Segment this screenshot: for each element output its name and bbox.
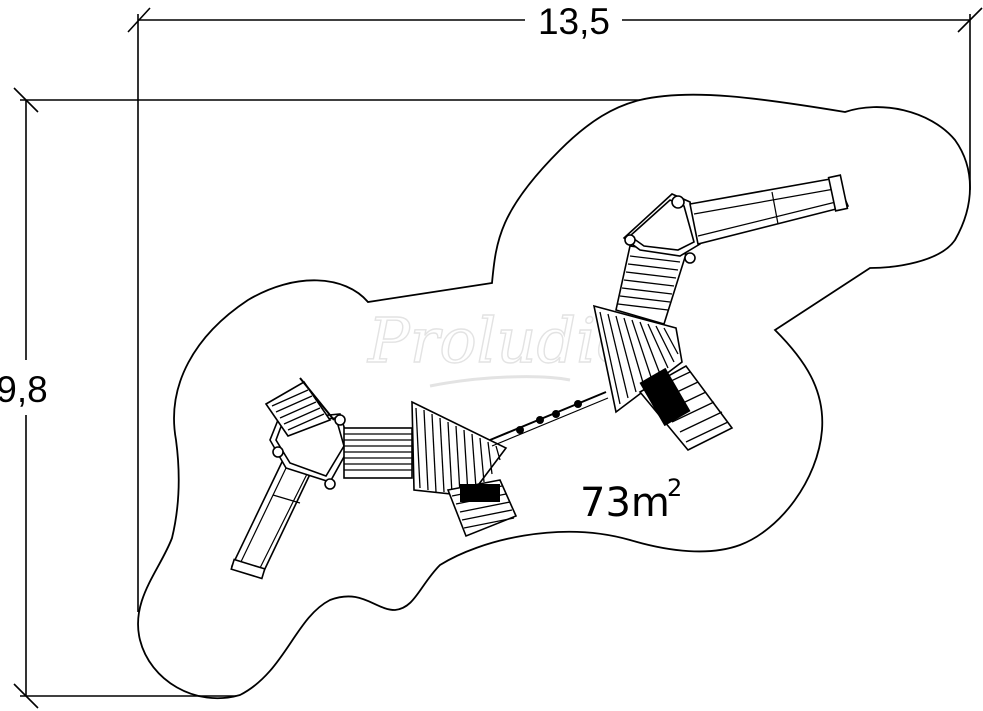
width-dimension-label: 13,5 bbox=[538, 1, 610, 42]
proludic-watermark: Proludic bbox=[367, 304, 631, 377]
connecting-beam bbox=[489, 391, 609, 447]
watermark-swoosh bbox=[429, 375, 571, 388]
area-unit-superscript: 2 bbox=[667, 474, 682, 502]
height-dimension-label: 9,8 bbox=[0, 369, 48, 410]
area-value: 73m bbox=[580, 480, 670, 526]
right-structure bbox=[615, 174, 850, 325]
center-right-deck bbox=[592, 304, 734, 451]
safety-zone-outline bbox=[137, 93, 971, 700]
center-left-deck bbox=[411, 400, 518, 538]
left-structure bbox=[230, 377, 413, 580]
